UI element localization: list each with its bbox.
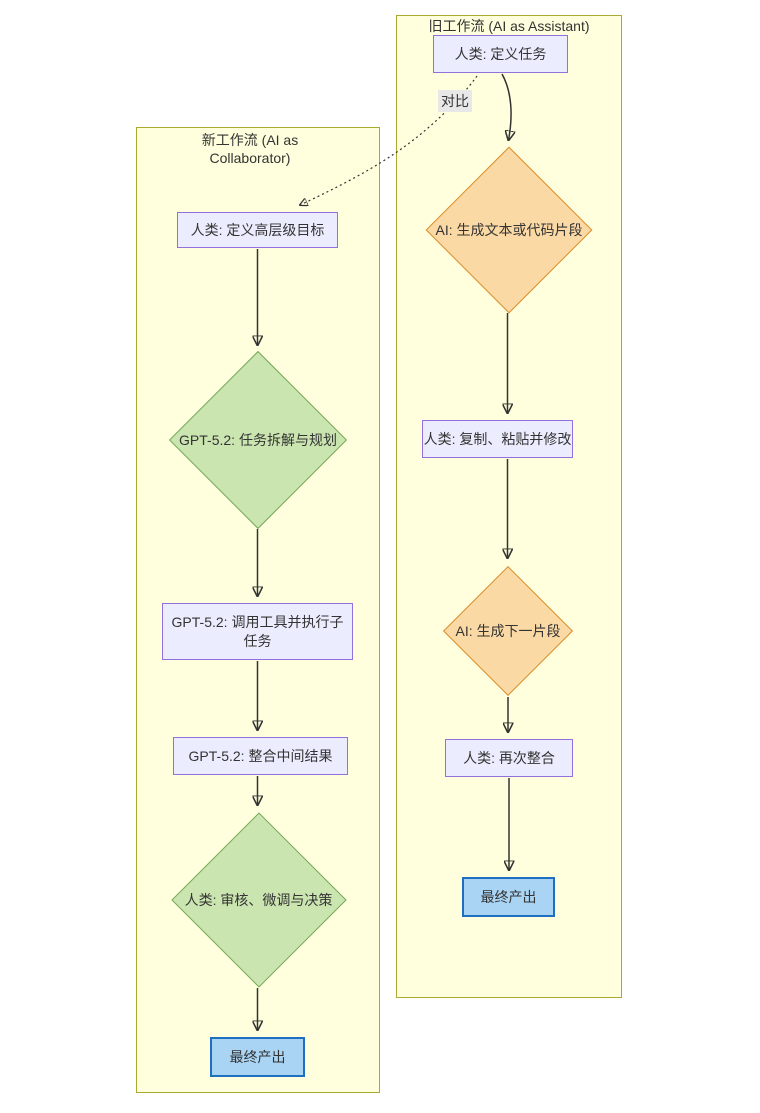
node-new-integrate-mid: GPT-5.2: 整合中间结果: [173, 737, 348, 775]
node-old-copy-paste: 人类: 复制、粘贴并修改: [422, 420, 573, 458]
node-new-review: 人类: 审核、微调与决策: [170, 811, 347, 988]
node-label: GPT-5.2: 任务拆解与规划: [179, 432, 337, 448]
node-old-final-output: 最终产出: [462, 877, 555, 917]
node-new-define-goal: 人类: 定义高层级目标: [177, 212, 338, 248]
node-old-integrate-again: 人类: 再次整合: [445, 739, 573, 777]
node-label: AI: 生成文本或代码片段: [435, 222, 583, 238]
node-label: 人类: 审核、微调与决策: [184, 891, 333, 908]
cluster-new-workflow-title: 新工作流 (AI as Collaborator): [201, 132, 299, 166]
edge-label-compare: 对比: [438, 90, 472, 112]
node-new-call-tools: GPT-5.2: 调用工具并执行子任务: [162, 603, 353, 660]
node-new-task-decompose: GPT-5.2: 任务拆解与规划: [168, 350, 348, 530]
node-new-final-output: 最终产出: [210, 1037, 305, 1077]
node-label: AI: 生成下一片段: [455, 623, 561, 639]
node-old-generate-next: AI: 生成下一片段: [442, 565, 574, 697]
node-old-generate-snippet: AI: 生成文本或代码片段: [425, 146, 593, 314]
node-old-define-task: 人类: 定义任务: [433, 35, 568, 73]
cluster-old-workflow-title: 旧工作流 (AI as Assistant): [428, 18, 590, 34]
